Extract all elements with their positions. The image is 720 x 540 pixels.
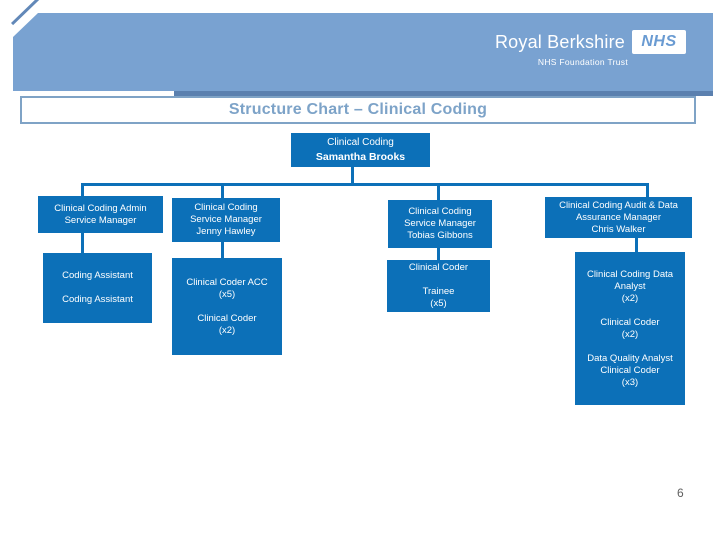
org-box-manager-admin-service: Clinical Coding Admin Service Manager <box>38 196 163 233</box>
connector-col1-drop <box>81 183 84 197</box>
title-bar: Structure Chart – Clinical Coding <box>20 96 696 124</box>
nhs-brand-block: Royal Berkshire NHS NHS Foundation Trust <box>495 30 686 67</box>
trust-name: Royal Berkshire <box>494 31 625 52</box>
nhs-logo-icon: NHS <box>632 30 686 54</box>
root-person-name: Samantha Brooks <box>315 151 406 163</box>
connector-col3-drop <box>437 183 440 201</box>
org-box-manager-jenny-hawley: Clinical Coding Service Manager Jenny Ha… <box>172 198 280 242</box>
banner-shadow-bar <box>174 89 713 96</box>
connector-col4-drop <box>646 183 649 198</box>
connector-col3-child <box>437 247 440 261</box>
org-box-reports-chris-walker: Clinical Coding Data Analyst (x2) Clinic… <box>575 252 685 405</box>
trust-subtitle: NHS Foundation Trust <box>537 57 628 67</box>
connector-main-horizontal <box>81 183 649 186</box>
org-box-reports-tobias-gibbons: Clinical Coder Trainee (x5) <box>387 260 490 312</box>
header-banner: Royal Berkshire NHS NHS Foundation Trust <box>13 13 713 91</box>
org-box-reports-admin-service: Coding Assistant Coding Assistant <box>43 253 152 323</box>
page-number: 6 <box>677 486 684 500</box>
connector-col2-drop <box>221 183 224 199</box>
connector-col4-child <box>635 236 638 253</box>
connector-root-drop <box>351 167 354 184</box>
org-box-manager-tobias-gibbons: Clinical Coding Service Manager Tobias G… <box>388 200 492 248</box>
org-box-reports-jenny-hawley: Clinical Coder ACC (x5) Clinical Coder (… <box>172 258 282 355</box>
org-box-manager-chris-walker: Clinical Coding Audit & Data Assurance M… <box>545 197 692 238</box>
root-department: Clinical Coding <box>327 137 394 148</box>
connector-col2-child <box>221 241 224 259</box>
org-box-root: Clinical Coding Samantha Brooks <box>291 133 430 167</box>
connector-col1-child <box>81 233 84 254</box>
page-title: Structure Chart – Clinical Coding <box>228 101 488 118</box>
